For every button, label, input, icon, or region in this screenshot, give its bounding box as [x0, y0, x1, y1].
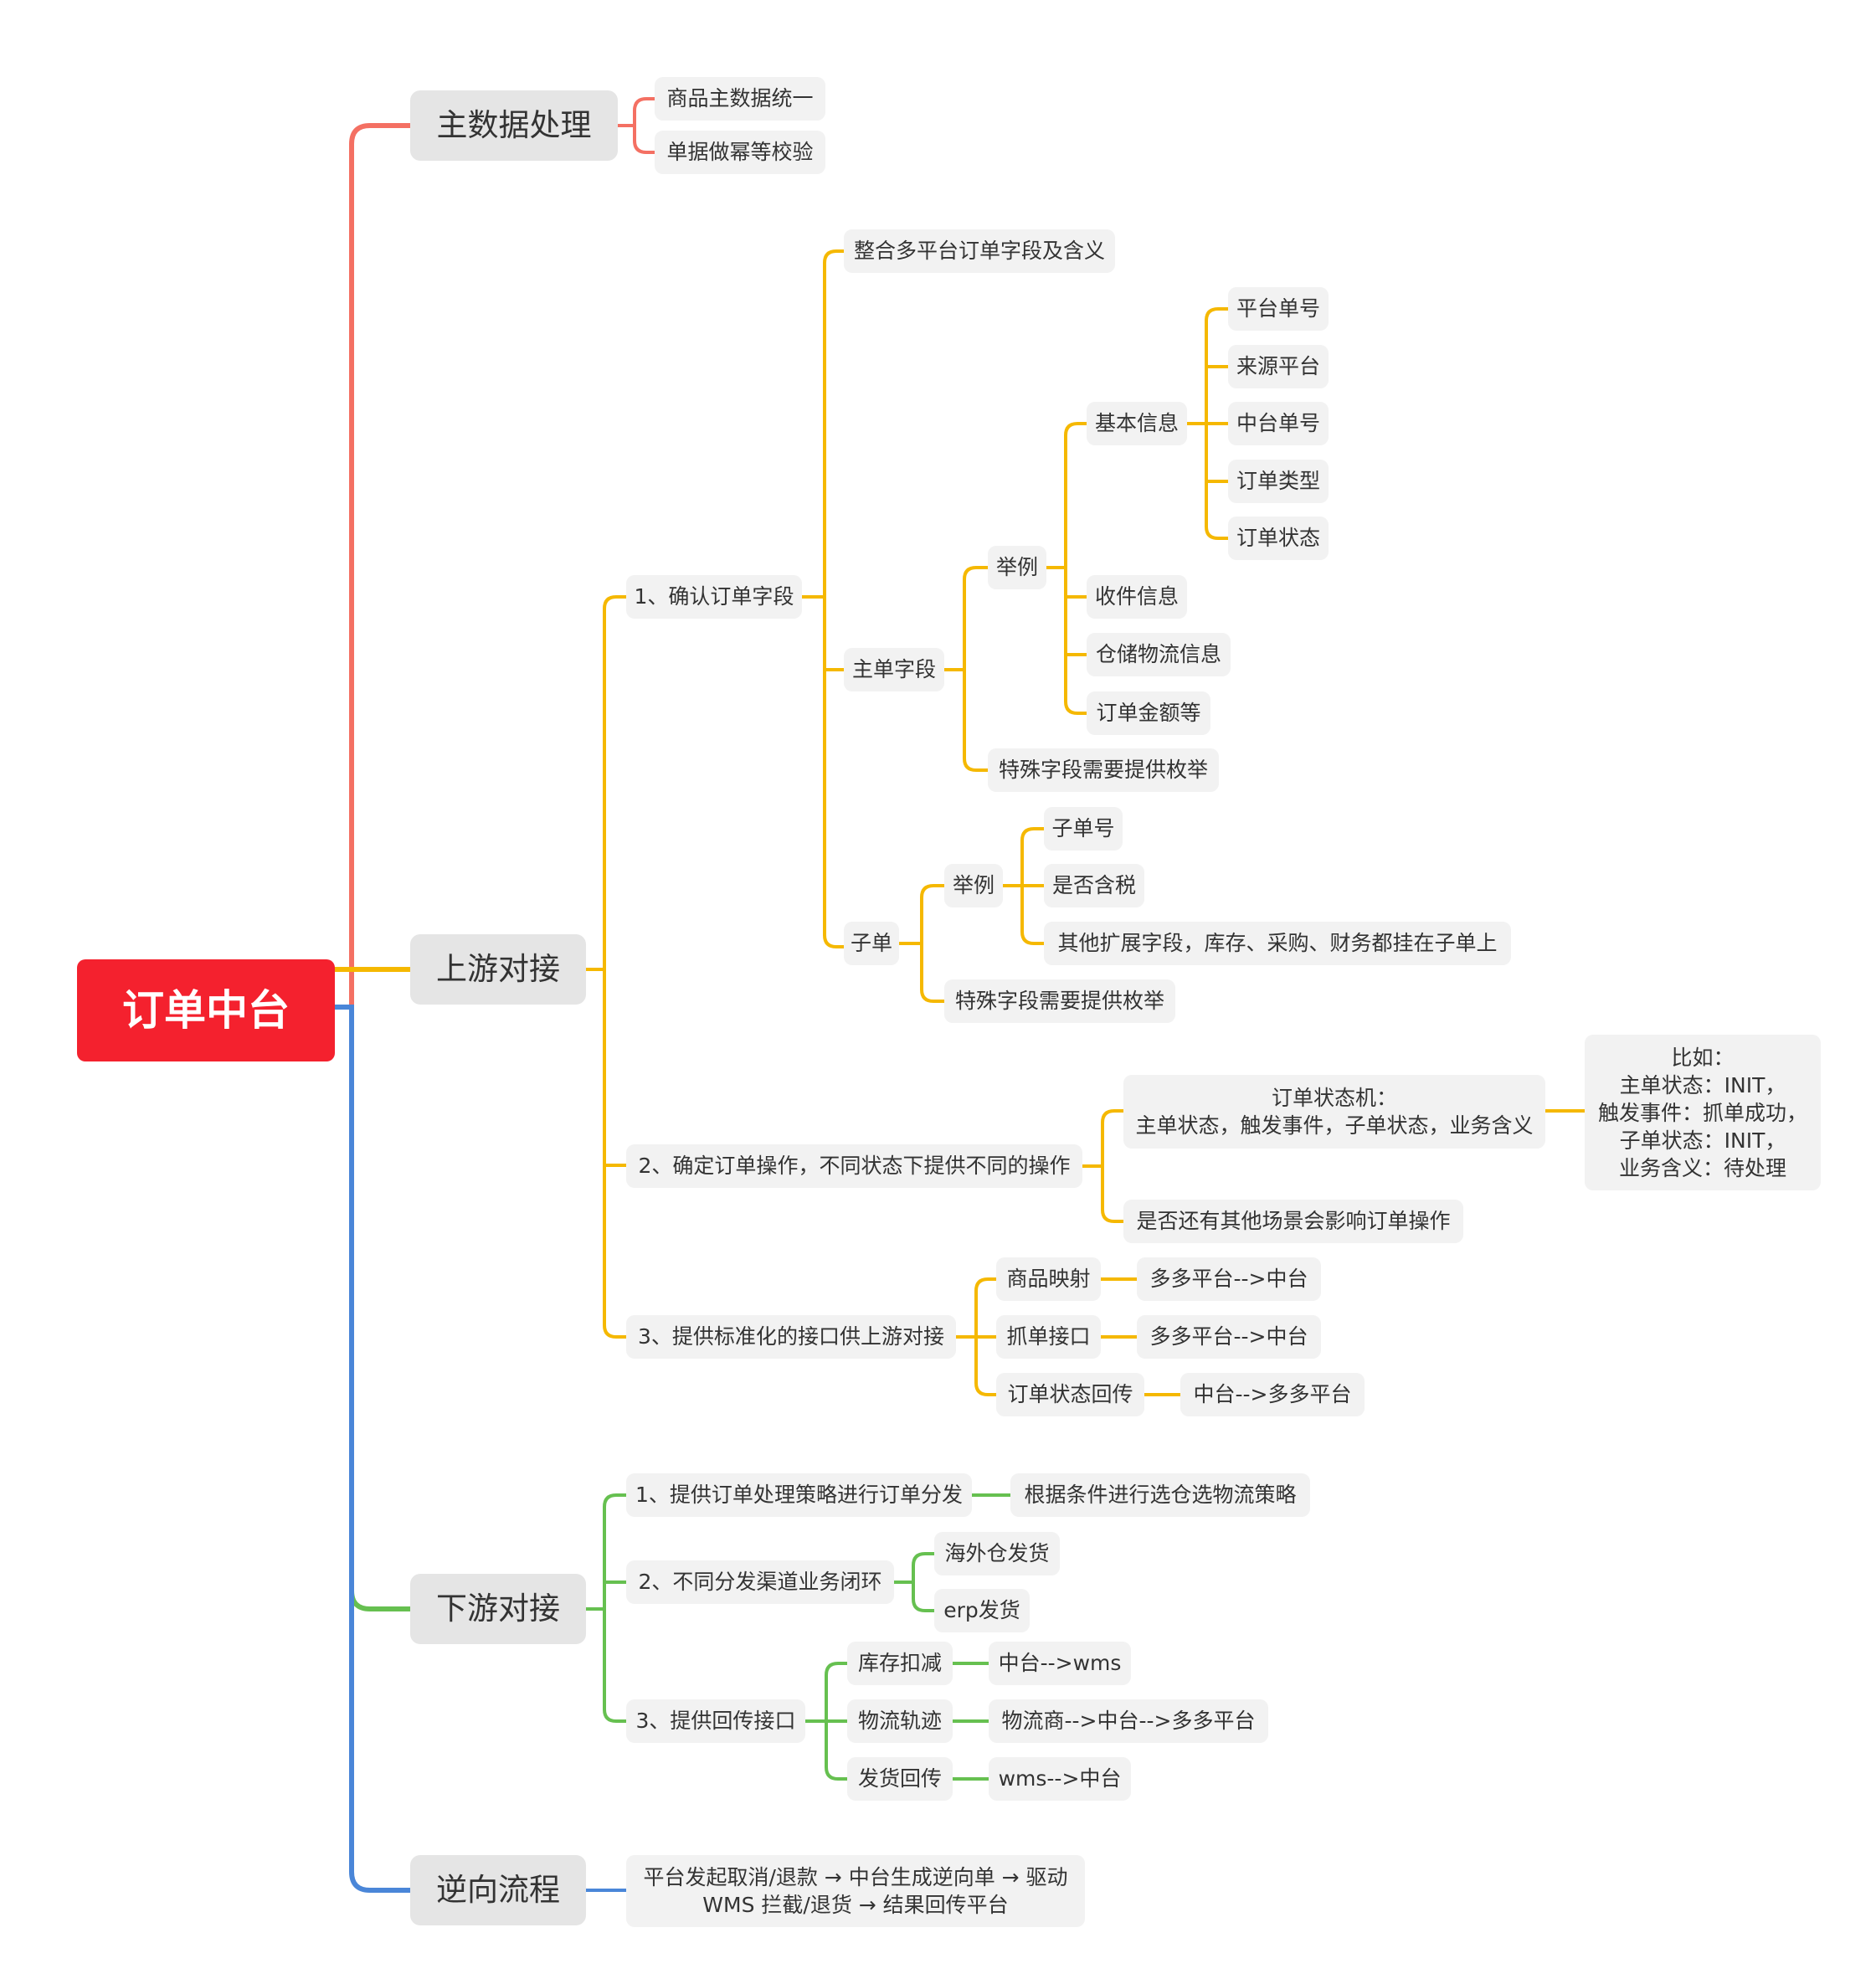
basic-info-item[interactable]: 中台单号: [1228, 402, 1329, 445]
root-node[interactable]: 订单中台: [77, 959, 335, 1061]
interface-item[interactable]: 商品映射: [996, 1257, 1101, 1301]
example-item[interactable]: 订单金额等: [1087, 691, 1210, 735]
callback-item[interactable]: 库存扣减: [847, 1642, 953, 1685]
callback-item[interactable]: 物流轨迹: [847, 1699, 953, 1743]
branch-master-data[interactable]: 主数据处理: [410, 90, 618, 161]
operations-other[interactable]: 是否还有其他场景会影响订单操作: [1123, 1200, 1463, 1243]
sub-order-special[interactable]: 特殊字段需要提供枚举: [944, 979, 1175, 1023]
interface-item[interactable]: 订单状态回传: [996, 1373, 1144, 1416]
sub-order-item[interactable]: 其他扩展字段，库存、采购、财务都挂在子单上: [1044, 922, 1511, 965]
master-item[interactable]: 单据做幂等校验: [655, 131, 825, 174]
callback-direction[interactable]: 中台-->wms: [989, 1642, 1131, 1685]
branch-reverse[interactable]: 逆向流程: [410, 1855, 586, 1925]
strategy-detail[interactable]: 根据条件进行选仓选物流策略: [1010, 1473, 1310, 1517]
downstream-channels[interactable]: 2、不同分发渠道业务闭环: [626, 1560, 894, 1604]
example-item[interactable]: 仓储物流信息: [1087, 633, 1231, 676]
sub-order[interactable]: 子单: [844, 922, 899, 965]
state-machine-example[interactable]: 比如： 主单状态：INIT， 触发事件：抓单成功， 子单状态：INIT， 业务含…: [1585, 1035, 1821, 1190]
upstream-interfaces[interactable]: 3、提供标准化的接口供上游对接: [626, 1315, 956, 1359]
reverse-detail[interactable]: 平台发起取消/退款 → 中台生成逆向单 → 驱动 WMS 拦截/退货 → 结果回…: [626, 1855, 1085, 1927]
sub-order-example[interactable]: 举例: [944, 864, 1003, 907]
interface-direction[interactable]: 多多平台-->中台: [1137, 1315, 1321, 1359]
interface-direction[interactable]: 中台-->多多平台: [1180, 1373, 1365, 1416]
main-fields-example[interactable]: 举例: [988, 546, 1046, 589]
main-fields-special[interactable]: 特殊字段需要提供枚举: [988, 748, 1219, 792]
branch-downstream[interactable]: 下游对接: [410, 1574, 586, 1644]
basic-info-item[interactable]: 平台单号: [1228, 287, 1329, 331]
callback-direction[interactable]: 物流商-->中台-->多多平台: [989, 1699, 1268, 1743]
downstream-callbacks[interactable]: 3、提供回传接口: [626, 1699, 805, 1743]
downstream-strategy[interactable]: 1、提供订单处理策略进行订单分发: [626, 1473, 972, 1517]
branch-upstream[interactable]: 上游对接: [410, 934, 586, 1005]
channel-item[interactable]: 海外仓发货: [934, 1532, 1060, 1575]
upstream-operations[interactable]: 2、确定订单操作，不同状态下提供不同的操作: [626, 1144, 1082, 1188]
example-item[interactable]: 收件信息: [1087, 575, 1187, 619]
basic-info[interactable]: 基本信息: [1087, 402, 1187, 445]
channel-item[interactable]: erp发货: [934, 1589, 1030, 1632]
state-machine[interactable]: 订单状态机： 主单状态，触发事件，子单状态，业务含义: [1123, 1075, 1545, 1149]
callback-item[interactable]: 发货回传: [847, 1757, 953, 1801]
basic-info-item[interactable]: 订单类型: [1228, 460, 1329, 503]
integrate-fields[interactable]: 整合多平台订单字段及含义: [844, 229, 1115, 273]
sub-order-item[interactable]: 是否含税: [1044, 864, 1144, 907]
basic-info-item[interactable]: 来源平台: [1228, 345, 1329, 388]
main-fields[interactable]: 主单字段: [844, 648, 944, 691]
upstream-confirm-fields[interactable]: 1、确认订单字段: [626, 575, 802, 619]
interface-direction[interactable]: 多多平台-->中台: [1137, 1257, 1321, 1301]
basic-info-item[interactable]: 订单状态: [1228, 517, 1329, 560]
sub-order-item[interactable]: 子单号: [1044, 807, 1123, 851]
callback-direction[interactable]: wms-->中台: [989, 1757, 1131, 1801]
interface-item[interactable]: 抓单接口: [996, 1315, 1101, 1359]
master-item[interactable]: 商品主数据统一: [655, 77, 825, 121]
